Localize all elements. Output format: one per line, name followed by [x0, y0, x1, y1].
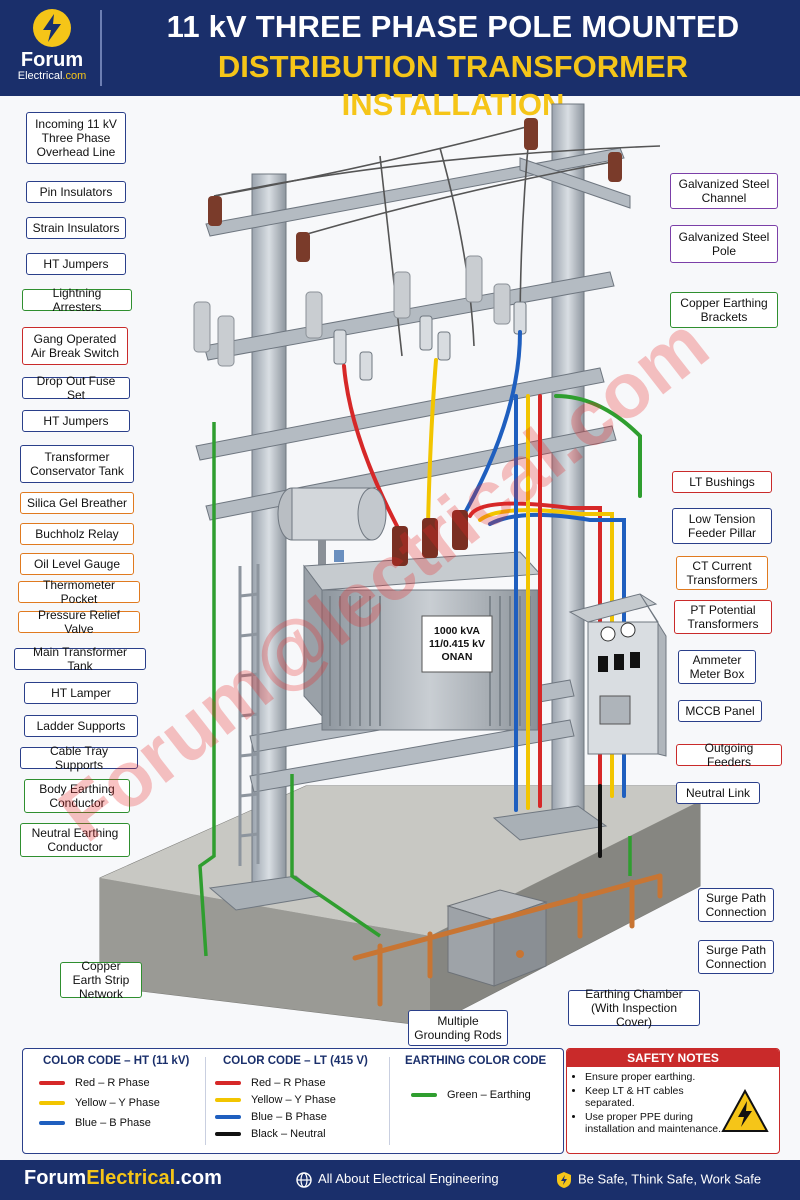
copper-earth-strips [352, 873, 663, 1007]
logo[interactable]: Forum Electrical.com [10, 8, 94, 90]
label-pin-insulators: Pin Insulators [26, 181, 126, 203]
label-surge-path-connection-1: Surge Path Connection [698, 888, 774, 922]
label-outgoing-feeders: Outgoing Feeders [676, 741, 782, 769]
label-drop-out-fuse-set: Drop Out Fuse Set [22, 374, 130, 402]
nameplate-rating: 1000 kVA [434, 624, 480, 637]
label-body-earthing-conductor: Body Earthing Conductor [24, 779, 130, 813]
label-lt-bushings: LT Bushings [672, 471, 772, 493]
legend-ht-title: COLOR CODE – HT (11 kV) [43, 1055, 190, 1067]
safety-item: Use proper PPE during installation and m… [585, 1111, 725, 1135]
ht-bushings [392, 510, 468, 566]
label-main-transformer-tank: Main Transformer Tank [14, 645, 146, 673]
label-silica-gel-breather: Silica Gel Breather [20, 492, 134, 514]
legend-lt-red: Red – R Phase [215, 1077, 326, 1089]
label-neutral-link: Neutral Link [676, 782, 760, 804]
label-pt-potential-transformers: PT Potential Transformers [674, 600, 772, 634]
header-banner: Forum Electrical.com 11 kV THREE PHASE P… [0, 0, 800, 122]
label-multiple-grounding-rods: Multiple Grounding Rods [408, 1010, 508, 1046]
safety-item: Ensure proper earthing. [585, 1071, 725, 1083]
overhead-lines [213, 125, 661, 357]
lt-feeder-pillar [568, 593, 667, 757]
legend-separator [205, 1057, 206, 1145]
shield-bolt-icon [557, 1172, 571, 1188]
title-line-2: DISTRIBUTION TRANSFORMER INSTALLATION [217, 49, 689, 122]
label-buchholz-relay: Buchholz Relay [20, 523, 134, 545]
safety-title: SAFETY NOTES [567, 1049, 779, 1067]
legend-lt-title: COLOR CODE – LT (415 V) [223, 1055, 368, 1067]
label-gang-operated-switch: Gang Operated Air Break Switch [22, 327, 128, 365]
label-lightning-arresters: Lightning Arresters [22, 286, 132, 314]
insulators [193, 118, 622, 367]
legend-lt: COLOR CODE – LT (415 V) [223, 1055, 368, 1067]
safety-list: Ensure proper earthing. Keep LT & HT cab… [567, 1071, 725, 1135]
legend-lt-black: Black – Neutral [215, 1128, 326, 1140]
color-code-legend: COLOR CODE – HT (11 kV) Red – R Phase Ye… [22, 1048, 564, 1154]
label-oil-level-gauge: Oil Level Gauge [20, 553, 134, 575]
label-low-tension-feeder-pillar: Low Tension Feeder Pillar [672, 508, 772, 544]
electrical-hazard-icon [721, 1089, 769, 1132]
drop-out-fuses [333, 301, 527, 381]
label-ht-jumpers-lower: HT Jumpers [22, 410, 130, 432]
legend-lt-blue: Blue – B Phase [215, 1111, 327, 1123]
footer-tagline: All About Electrical Engineering [296, 1171, 499, 1188]
label-galvanized-steel-channel: Galvanized Steel Channel [670, 173, 778, 209]
earthing-chamber [446, 889, 548, 987]
legend-earth: EARTHING COLOR CODE [405, 1055, 546, 1067]
lt-cables [468, 394, 642, 858]
label-pressure-relief-valve: Pressure Relief Valve [18, 608, 140, 636]
label-ladder-supports: Ladder Supports [24, 715, 138, 737]
label-neutral-earthing-conductor: Neutral Earthing Conductor [20, 823, 130, 857]
label-strain-insulators: Strain Insulators [26, 217, 126, 239]
nameplate-voltage: 11/0.415 kV [428, 637, 486, 650]
ladder [238, 564, 260, 866]
legend-lt-yellow: Yellow – Y Phase [215, 1094, 336, 1106]
transformer-diagram [99, 103, 701, 1027]
title-line-1: 11 kV THREE PHASE POLE MOUNTED [166, 9, 740, 44]
legend-earth-green: Green – Earthing [411, 1089, 531, 1101]
legend-ht-blue: Blue – B Phase [39, 1117, 151, 1129]
ht-jumpers [342, 330, 522, 530]
legend-ht: COLOR CODE – HT (11 kV) [43, 1055, 189, 1067]
earthing-conductors [198, 422, 632, 957]
label-ct-current-transformers: CT Current Transformers [676, 556, 768, 590]
label-thermometer-pocket: Thermometer Pocket [18, 578, 140, 606]
footer-safety-slogan: Be Safe, Think Safe, Work Safe [556, 1171, 761, 1189]
safety-notes: SAFETY NOTES Ensure proper earthing. Kee… [566, 1048, 780, 1154]
label-galvanized-steel-pole: Galvanized Steel Pole [670, 225, 778, 263]
legend-earth-title: EARTHING COLOR CODE [405, 1055, 547, 1067]
conservator-tank [277, 487, 387, 541]
right-pole [492, 103, 608, 841]
logo-name: Forum [20, 49, 84, 71]
label-earthing-chamber: Earthing Chamber (With Inspection Cover) [568, 987, 700, 1029]
footer-brand[interactable]: ForumElectrical.com [24, 1167, 222, 1189]
label-cable-tray-supports: Cable Tray Supports [20, 744, 138, 772]
label-copper-earth-strip: Copper Earth Strip Network [60, 959, 142, 1001]
legend-ht-yellow: Yellow – Y Phase [39, 1097, 160, 1109]
header-divider [100, 10, 102, 86]
label-surge-path-connection-2: Surge Path Connection [698, 940, 774, 974]
label-copper-earthing-brackets: Copper Earthing Brackets [670, 292, 778, 328]
nameplate-cooling: ONAN [441, 650, 473, 663]
footer: ForumElectrical.com All About Electrical… [0, 1160, 800, 1200]
transformer-tank [303, 551, 542, 731]
label-ammeter-meter-box: Ammeter Meter Box [678, 650, 756, 684]
transformer-nameplate: 1000 kVA 11/0.415 kV ONAN [422, 616, 492, 672]
label-conservator-tank: Transformer Conservator Tank [20, 445, 134, 483]
lightning-bolt-icon [33, 9, 71, 47]
transformer [277, 487, 542, 731]
label-mccb-panel: MCCB Panel [678, 700, 762, 722]
label-ht-lamper: HT Lamper [24, 682, 138, 704]
legend-separator [389, 1057, 390, 1145]
logo-subtitle: Electrical.com [17, 70, 87, 82]
safety-item: Keep LT & HT cables separated. [585, 1085, 725, 1109]
label-incoming-overhead-line: Incoming 11 kV Three Phase Overhead Line [26, 112, 126, 164]
globe-icon [296, 1171, 312, 1188]
label-ht-jumpers-upper: HT Jumpers [26, 253, 126, 275]
legend-ht-red: Red – R Phase [39, 1077, 150, 1089]
